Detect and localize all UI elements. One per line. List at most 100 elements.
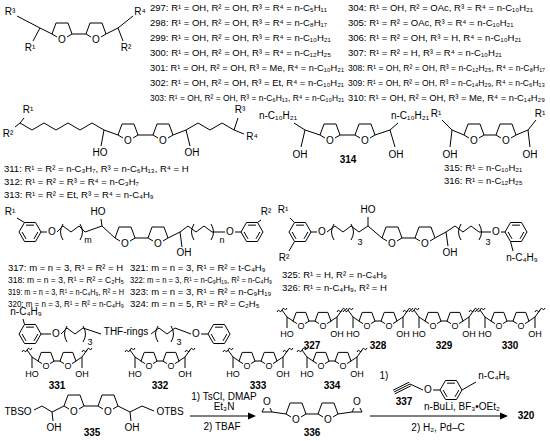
compound-definition: 301: R¹ = OH, R² = OH, R³ = Me, R⁴ = n-C…: [150, 63, 344, 73]
atom-label: R¹: [535, 109, 546, 119]
ring-oxygen: O: [363, 322, 370, 331]
bond-line: [390, 130, 395, 147]
atom-label: n-C₄H₉: [506, 253, 537, 263]
repeat-bracket: [351, 224, 354, 240]
bond-line: [337, 317, 338, 328]
atom-label: HO: [346, 330, 360, 339]
bond-line: [135, 238, 148, 239]
ring-oxygen: O: [265, 362, 272, 371]
wavy-bond: [357, 348, 367, 352]
atom-label: OH: [178, 370, 192, 379]
atom-label: OH: [185, 148, 200, 158]
atom-label: R¹: [5, 207, 16, 217]
bond-line: [82, 357, 83, 368]
atom-label: OH: [75, 370, 89, 379]
bond-line: [118, 406, 154, 412]
ring-oxygen: O: [470, 136, 478, 146]
double-bond: [447, 383, 455, 384]
bond-line: [338, 412, 352, 414]
repeat-bracket: [192, 224, 195, 240]
bond-line: [138, 135, 153, 136]
ring-oxygen: O: [124, 136, 132, 146]
bond-line: [507, 321, 513, 322]
bond-line: [441, 321, 447, 322]
double-bond: [520, 232, 524, 239]
ring-oxygen: O: [495, 322, 502, 331]
triple-bond: [395, 386, 411, 394]
repeat-bracket: [479, 224, 482, 240]
compound-definition: 322: m = n = 3, R¹ = n-C₉H₁₉, R² = n-C₄H…: [130, 275, 272, 285]
bond-line: [469, 317, 470, 328]
ring-oxygen: O: [159, 136, 167, 146]
compound-definition: 303: R¹ = OH, R² = OH, R³ = n-C₆H₁₃, R⁴ …: [150, 93, 344, 103]
atom-label: n-C₁₀H₂₁: [391, 111, 429, 121]
bond-line: [516, 120, 536, 135]
reaction-arrow: [190, 416, 250, 417]
bond-line: [501, 232, 505, 233]
wavy-bond: [475, 308, 485, 312]
ring-oxygen: O: [121, 239, 129, 249]
ring-oxygen: O: [361, 136, 369, 146]
benzene-ring: [289, 222, 311, 241]
atom-label: R²: [121, 43, 132, 53]
ring-oxygen: O: [385, 322, 392, 331]
double-bond: [211, 334, 215, 341]
atom-label: OH: [396, 330, 410, 339]
wavy-bond: [343, 308, 353, 312]
bond-line: [72, 34, 86, 35]
compound-definition: 297: R¹ = OH, R² = OH, R³ = R⁴ = n-C₅H₁₁: [150, 3, 327, 13]
bond-line: [34, 406, 64, 412]
atom-label: OTBS: [156, 407, 183, 417]
double-bond: [508, 232, 512, 239]
bond-line: [15, 123, 20, 127]
compound-definition: 298: R¹ = OH, R² = OH, R³ = R⁴ = n-C₈H₁₇: [150, 18, 327, 28]
bond-line: [327, 226, 382, 238]
bond-line: [290, 218, 295, 223]
atom-label: R⁴: [246, 132, 258, 142]
bond-line: [301, 130, 305, 147]
atom-label: O: [226, 227, 234, 237]
compound-definition: 323: m = n = 3, R¹ = R² = n-C₉H₁₉: [130, 287, 271, 297]
bond-line: [485, 317, 486, 328]
atom-label: OH: [523, 150, 538, 160]
atom-label: 3: [485, 238, 490, 247]
compound-definition: 307: R¹ = R² = H, R³ = R⁴ = n-C₁₀H₂₁: [348, 48, 502, 58]
ring-oxygen: O: [451, 322, 458, 331]
benzene-ring: [19, 324, 41, 343]
arrow-head: [500, 413, 508, 420]
bond-line: [294, 123, 320, 135]
bond-line: [32, 357, 33, 368]
atom-label: 1) TsCl, DMAP: [191, 392, 256, 402]
atom-label: HO: [226, 370, 240, 379]
double-bond: [248, 225, 256, 226]
ring-oxygen: O: [421, 239, 429, 249]
atom-label: O: [492, 227, 500, 237]
atom-label: 1): [380, 371, 389, 381]
atom-label: HO: [412, 330, 426, 339]
ring-oxygen: O: [324, 415, 332, 425]
ring-oxygen: O: [42, 362, 49, 371]
double-bond: [443, 390, 447, 397]
compound-number: 332: [152, 381, 169, 391]
bond-line: [535, 317, 536, 328]
bond-line: [130, 412, 131, 421]
bond-line: [352, 408, 354, 412]
compound-definition: 305: R¹ = R² = OAc, R³ = R⁴ = n-C₁₀H₂₁: [348, 18, 513, 28]
repeat-bracket: [65, 326, 68, 342]
repeat-bracket: [459, 224, 462, 240]
atom-label: R²: [3, 129, 14, 139]
atom-label: OH: [330, 330, 344, 339]
atom-label: OH: [462, 330, 476, 339]
repeat-bracket: [61, 224, 64, 240]
compound-definition: 326: R¹ = n-C₄H₉, R² = H: [282, 283, 387, 293]
atom-label: O: [48, 227, 56, 237]
repeat-bracket: [80, 224, 83, 240]
atom-label: R¹: [23, 105, 34, 115]
ring-oxygen: O: [243, 362, 250, 371]
bond-line: [360, 408, 362, 412]
atom-label: O: [424, 385, 432, 395]
atom-label: HO: [93, 148, 108, 158]
bond-line: [135, 357, 136, 368]
atom-label: m: [84, 236, 92, 245]
compound-definition: 302: R¹ = OH, R² = OH, R³ = Et, R⁴ = n-C…: [150, 78, 344, 88]
